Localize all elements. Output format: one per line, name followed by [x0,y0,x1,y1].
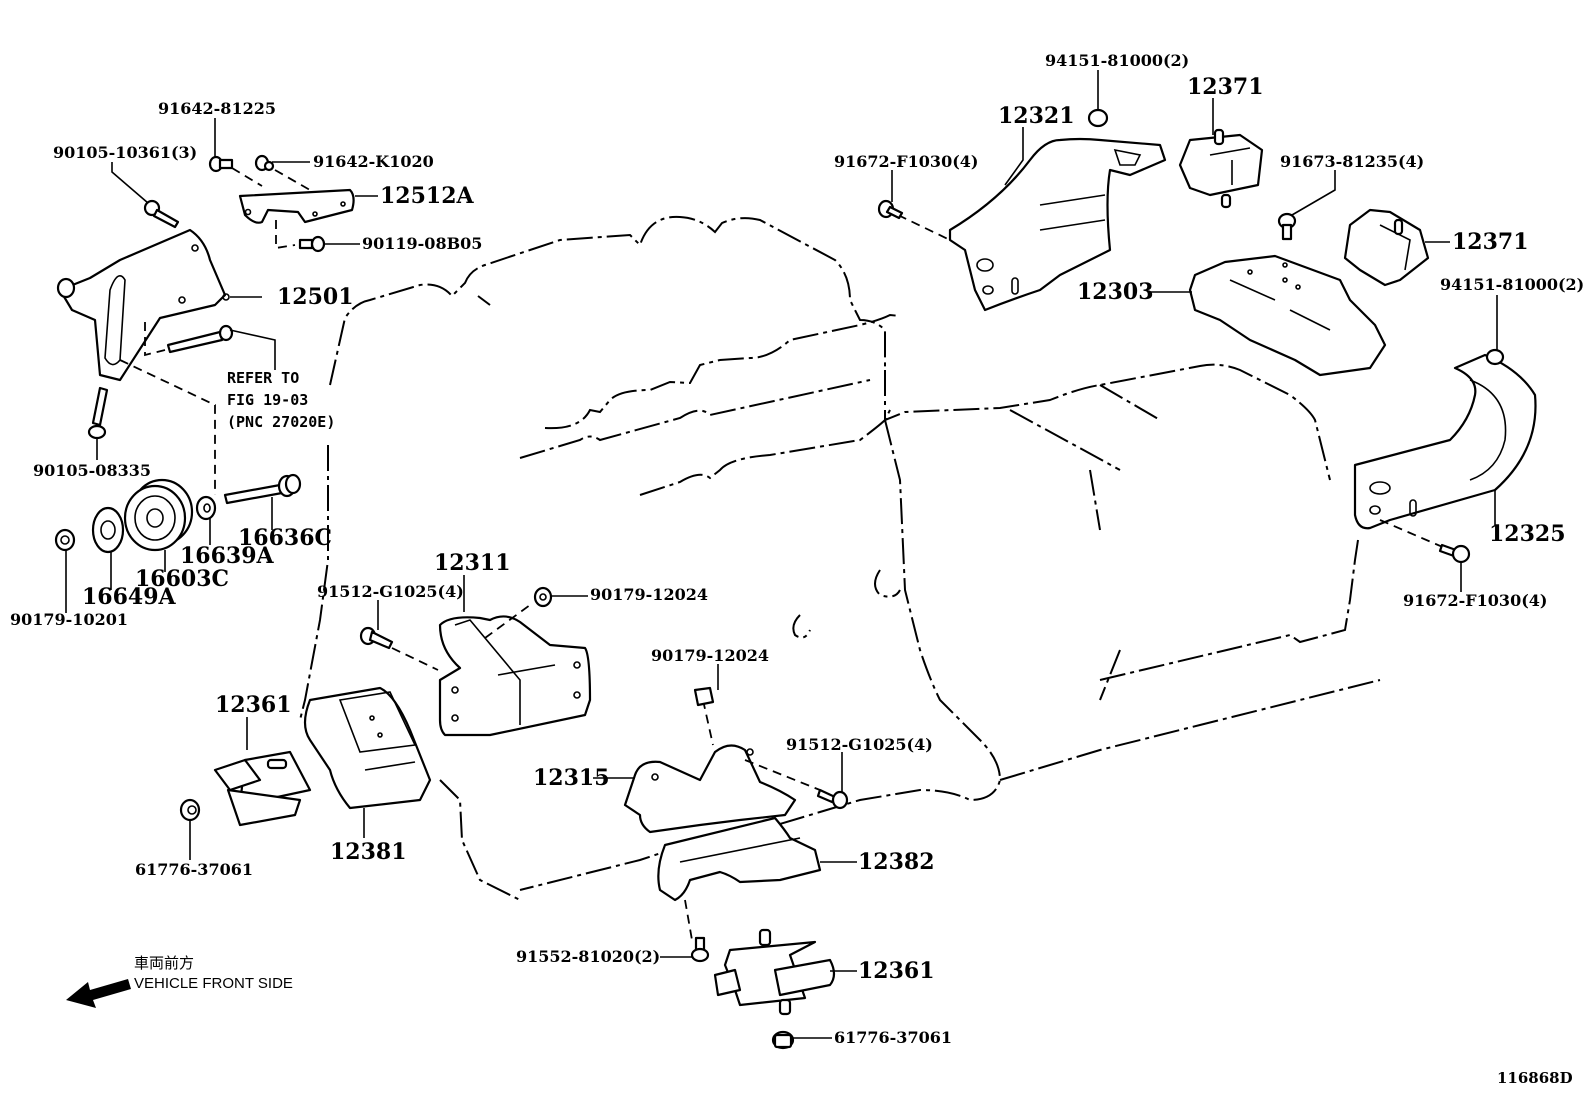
nut-94151-81000-top [1087,108,1109,128]
bolt-90105-08335 [87,386,109,440]
mount-12361-lower [713,928,836,1016]
callout-label[interactable]: 16636C [238,525,332,551]
front-side-japanese: 車両前方 [134,955,194,972]
front-arrow-icon [66,979,131,1008]
reference-note-line3[interactable]: (PNC 27020E) [227,413,335,431]
spacer-16639a [195,495,217,521]
callout-label[interactable]: 91642-81225 [158,99,276,118]
vehicle-front-indicator: 車両前方 VEHICLE FRONT SIDE [66,955,293,1008]
leader-lines [65,70,1498,1039]
callout-label[interactable]: 90119-08B05 [362,234,482,253]
callout-label[interactable]: 16603C [135,566,229,592]
callout-label[interactable]: 91512-G1025(4) [786,735,933,754]
callout-label[interactable]: 91672-F1030(4) [834,152,978,171]
callout-label[interactable]: 12303 [1077,279,1154,305]
bolt-91673-81235 [1277,212,1297,241]
bolt-91642-81225 [208,155,234,173]
mount-12371-right [1343,208,1430,287]
front-side-english: VEHICLE FRONT SIDE [134,975,293,992]
bracket-12512a [231,167,355,250]
callout-label[interactable]: 12361 [215,692,292,718]
callout-label[interactable]: 90179-12024 [651,646,769,665]
bolt-90105-10361 [143,199,180,229]
bolt-long-refer-fig [166,324,234,354]
callout-label[interactable]: 94151-81000(2) [1440,275,1584,294]
bracket-12303 [1188,254,1387,377]
reference-note-line2[interactable]: FIG 19-03 [227,391,308,409]
nut-61776-37061-left [179,798,201,822]
reference-note-line1[interactable]: REFER TO [227,369,299,387]
bolt-91672-f1030-top [877,199,904,220]
engine-outline [299,215,1381,901]
nut-61776-37061-lower [771,1030,795,1050]
bolt-16636c [223,473,302,505]
callout-label[interactable]: 12311 [434,550,511,576]
callout-label[interactable]: 94151-81000(2) [1045,51,1189,70]
bracket-12325 [1353,353,1537,549]
callout-label[interactable]: 12501 [277,284,354,310]
callout-label[interactable]: 16649A [82,584,177,610]
mount-12371-upper [1178,128,1264,209]
callout-label[interactable]: 12321 [998,103,1075,129]
bolt-91552-81020 [690,936,710,963]
callout-label[interactable]: 90179-10201 [10,610,128,629]
callout-label[interactable]: 61776-37061 [135,860,253,879]
callout-label[interactable]: 91673-81235(4) [1280,152,1424,171]
bracket-12501 [56,228,230,495]
callout-label[interactable]: 12325 [1489,521,1566,547]
callout-label[interactable]: 91512-G1025(4) [317,582,464,601]
callout-labels: 91642-81225 90105-10361(3) 91642-K1020 1… [10,51,1584,1047]
callout-label[interactable]: 12371 [1452,229,1529,255]
callout-label[interactable]: 12382 [858,849,935,875]
callout-label[interactable]: 12371 [1187,74,1264,100]
callout-label[interactable]: 61776-37061 [834,1028,952,1047]
callout-label[interactable]: 91642-K1020 [313,152,434,171]
nut-90179-12024-upper [533,586,553,608]
callout-label[interactable]: 90105-10361(3) [53,143,197,162]
callout-label[interactable]: 91552-81020(2) [516,947,660,966]
callout-label[interactable]: 90105-08335 [33,461,151,480]
bolt-90119-08b05 [298,235,326,253]
insulator-12382 [657,816,822,941]
pulley-16603c [123,478,194,552]
callout-label[interactable]: 91672-F1030(4) [1403,591,1547,610]
insulator-12381 [303,686,432,810]
callout-label[interactable]: 90179-12024 [590,585,708,604]
bolt-91512-g1025-left [359,626,394,650]
bracket-12315 [623,699,821,834]
bracket-12311 [391,604,592,737]
bolt-91642-k1020 [254,154,275,172]
callout-label[interactable]: 12512A [380,183,475,209]
nut-90179-12024-lower [693,686,715,707]
plate-16649a [91,506,125,554]
callout-label[interactable]: 12381 [330,839,407,865]
bolt-91512-g1025-right [816,788,849,810]
nut-90179-10201 [54,528,76,552]
bracket-12321 [897,137,1167,312]
callout-label[interactable]: 16639A [180,543,275,569]
mount-12361-left [213,750,312,827]
bolt-91672-f1030-right [1438,543,1471,564]
figure-id: 116868D [1497,1069,1573,1087]
callout-label[interactable]: 12361 [858,958,935,984]
nut-94151-81000-right [1485,348,1505,366]
reference-note: REFER TO FIG 19-03 (PNC 27020E) [227,369,335,431]
callout-label[interactable]: 12315 [533,765,610,791]
